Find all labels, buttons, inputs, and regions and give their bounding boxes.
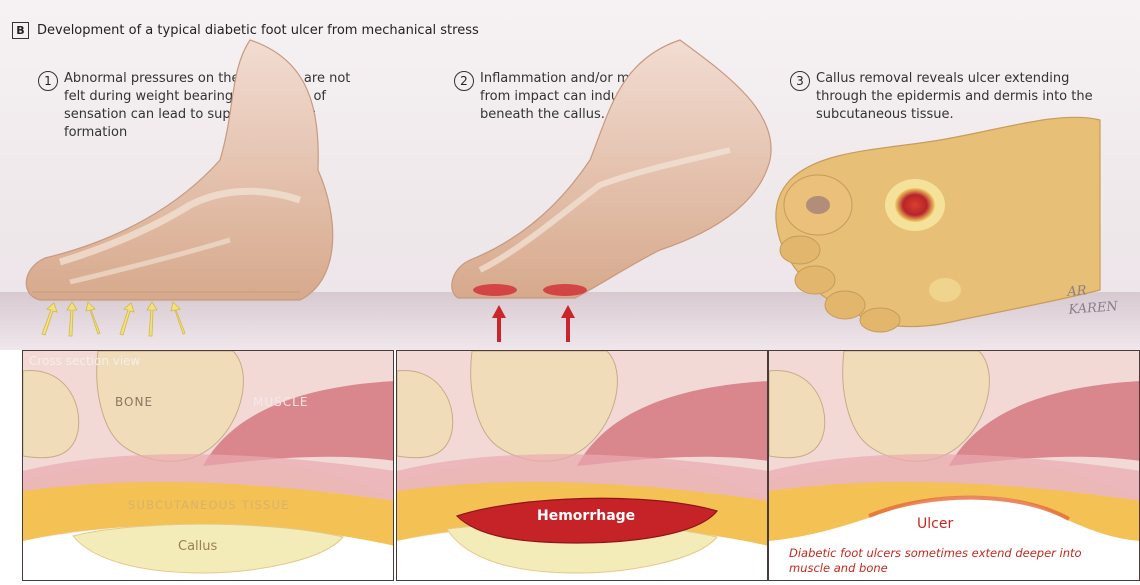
yellow-pressure-arrow-icon <box>120 303 134 335</box>
yellow-pressure-arrows <box>42 302 185 336</box>
callus-label: Callus <box>178 539 217 554</box>
ulcer-label: Ulcer <box>917 516 953 532</box>
bone-label: BONE <box>115 395 153 409</box>
cross-section-panel-1: Cross section view BONE MUSCLE SUBCUTANE… <box>22 350 394 581</box>
muscle-label: MUSCLE <box>253 395 308 409</box>
foot-1 <box>26 40 332 300</box>
yellow-pressure-arrow-icon <box>42 303 57 335</box>
cross-section-panel-3: Ulcer Diabetic foot ulcers sometimes ext… <box>768 350 1140 581</box>
ulcer-depth-note: Diabetic foot ulcers sometimes extend de… <box>789 546 1089 576</box>
yellow-pressure-arrow-icon <box>86 302 100 334</box>
cross-section-view-label: Cross section view <box>29 354 140 368</box>
cross-section-panel-2: Hemorrhage <box>396 350 768 581</box>
yellow-pressure-arrow-icon <box>171 302 185 334</box>
hemorrhage-label: Hemorrhage <box>537 508 635 524</box>
signature-line-2: KAREN <box>1068 298 1118 319</box>
feet-illustration <box>0 0 1140 350</box>
artist-signature: AR KAREN <box>1067 280 1119 319</box>
red-impact-arrows <box>492 305 575 342</box>
red-impact-arrow-icon <box>492 305 506 342</box>
foot-2 <box>452 40 771 298</box>
yellow-pressure-arrow-icon <box>147 302 157 336</box>
red-impact-arrow-icon <box>561 305 575 342</box>
yellow-pressure-arrow-icon <box>67 302 77 336</box>
foot-3 <box>776 117 1100 332</box>
cross-section-2-art <box>397 351 768 581</box>
subcutaneous-tissue-label: SUBCUTANEOUS TISSUE <box>128 498 290 512</box>
